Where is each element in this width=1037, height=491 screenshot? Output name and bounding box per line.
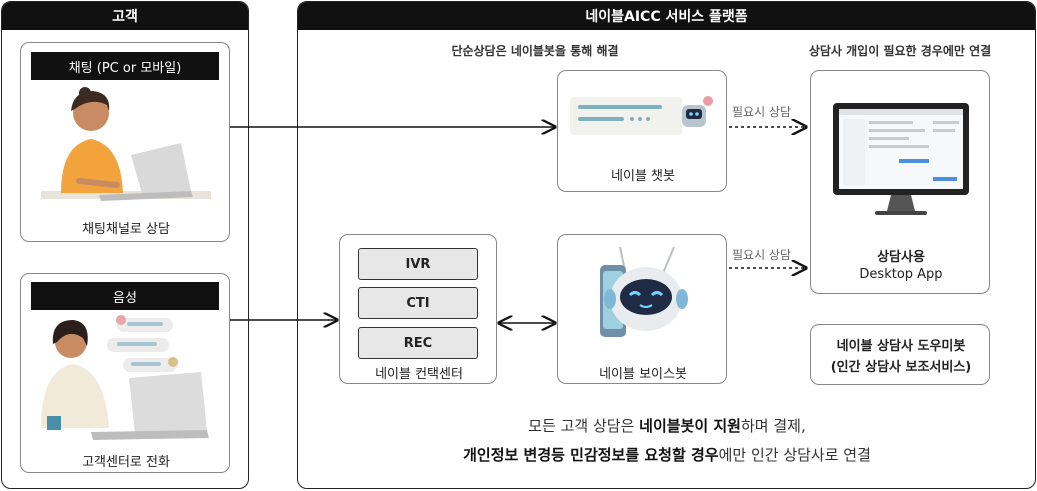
agent-app-title: 상담사용 bbox=[877, 250, 925, 265]
summary-line-2: 개인정보 변경등 민감정보를 요청할 경우에만 인간 상담사로 연결 bbox=[298, 444, 1036, 465]
module-rec: REC bbox=[358, 327, 478, 359]
agent-heading: 상담사 개입이 필요한 경우에만 연결 bbox=[808, 44, 992, 58]
monitor-illustration bbox=[833, 103, 969, 215]
helper-bot-subtitle: (인간 상담사 보조서비스) bbox=[830, 360, 972, 375]
summary-line-1: 모든 고객 상담은 네이블봇이 지원하며 결제, bbox=[298, 415, 1036, 436]
chatbot-caption: 네이블 챗봇 bbox=[611, 169, 675, 184]
customer-panel-title: 고객 bbox=[2, 2, 248, 30]
voicebot-card: 네이블 보이스봇 bbox=[557, 234, 727, 384]
helper-bot-card: 네이블 상담사 도우미봇 (인간 상담사 보조서비스) bbox=[810, 324, 990, 385]
chat-customer-caption: 채팅채널로 상담 bbox=[82, 222, 170, 237]
summary-line-1-bold: 네이블봇이 지원 bbox=[639, 417, 741, 435]
voice-customer-card: 음성 고객센터로 전화 bbox=[20, 273, 230, 473]
summary-line-1-c: 하며 결제, bbox=[740, 417, 806, 435]
voice-customer-illustration bbox=[41, 315, 209, 440]
voicebot-illustration bbox=[600, 246, 688, 337]
contact-center-card: IVR CTI REC 네이블 컨택센터 bbox=[339, 234, 497, 384]
agent-app-subtitle: Desktop App bbox=[859, 267, 943, 282]
chat-customer-card: 채팅 (PC or 모바일) 채팅채널로 상담 bbox=[20, 42, 230, 242]
agent-app-card: 상담사용 Desktop App bbox=[810, 70, 990, 294]
summary-line-2-bold: 개인정보 변경등 민감정보를 요청할 경우 bbox=[463, 446, 719, 464]
chatbot-heading: 단순상담은 네이블봇을 통해 해결 bbox=[451, 44, 619, 58]
voicebot-caption: 네이블 보이스봇 bbox=[599, 367, 687, 382]
voice-customer-caption: 고객센터로 전화 bbox=[82, 455, 170, 470]
chat-escalation-label: 필요시 상담 bbox=[732, 105, 792, 119]
summary-line-1-a: 모든 고객 상담은 bbox=[528, 417, 640, 435]
voice-channel-label: 음성 bbox=[31, 282, 219, 310]
chatbot-card: 네이블 챗봇 bbox=[557, 70, 727, 192]
module-ivr: IVR bbox=[358, 248, 478, 280]
summary-line-2-b: 에만 인간 상담사로 연결 bbox=[718, 446, 871, 464]
chatbot-illustration bbox=[570, 96, 713, 135]
platform-panel-title: 네이블AICC 서비스 플랫폼 bbox=[298, 2, 1035, 30]
chat-customer-illustration bbox=[41, 87, 211, 201]
contact-center-caption: 네이블 컨택센터 bbox=[375, 367, 463, 382]
helper-bot-title: 네이블 상담사 도우미봇 bbox=[836, 339, 966, 354]
voice-escalation-label: 필요시 상담 bbox=[732, 248, 792, 262]
chat-channel-label: 채팅 (PC or 모바일) bbox=[31, 52, 219, 80]
module-cti: CTI bbox=[358, 287, 478, 319]
